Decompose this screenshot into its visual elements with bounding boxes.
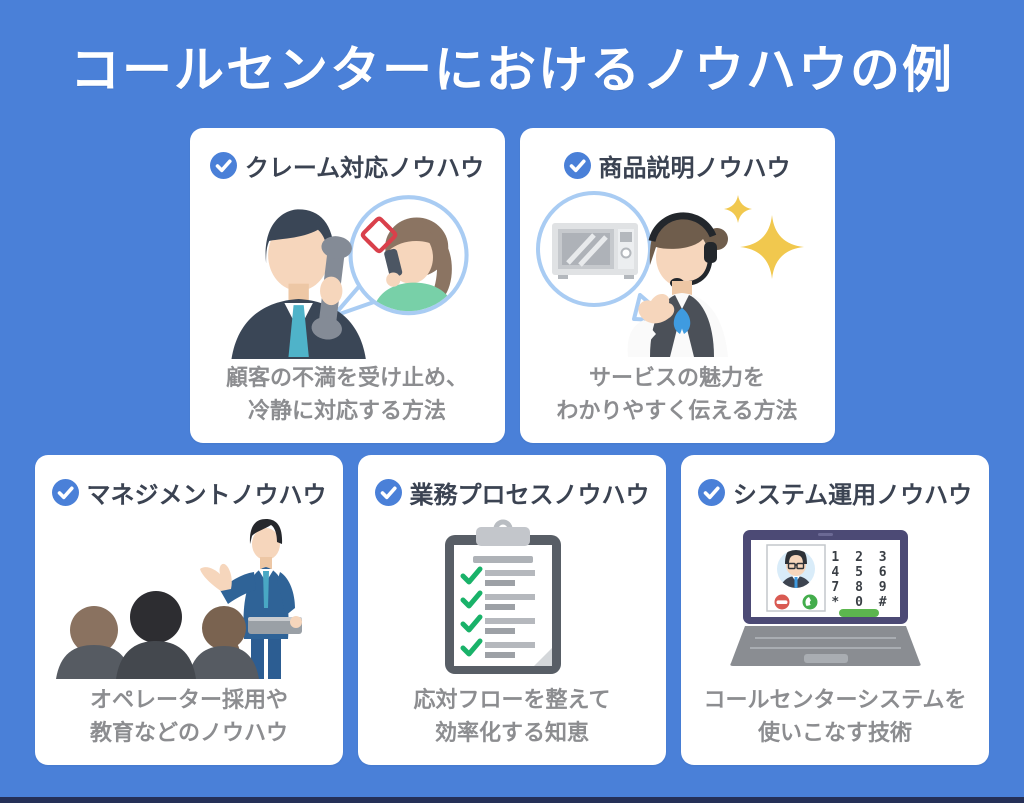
card-description: サービスの魅力を わかりやすく伝える方法 bbox=[556, 365, 798, 423]
product-illustration bbox=[520, 183, 835, 361]
microwave-icon bbox=[552, 223, 638, 279]
card-title: 業務プロセスノウハウ bbox=[409, 482, 650, 509]
caller-avatar bbox=[779, 550, 813, 588]
card-description: コールセンターシステムを 使いこなす技術 bbox=[703, 687, 967, 745]
presenter bbox=[200, 519, 302, 679]
card-header: 業務プロセスノウハウ bbox=[374, 475, 650, 510]
card-title: 商品説明ノウハウ bbox=[598, 155, 791, 182]
card-description: 応対フローを整えて 効率化する知恵 bbox=[413, 687, 611, 745]
card-header: 商品説明ノウハウ bbox=[563, 148, 791, 183]
check-circle-icon bbox=[697, 479, 725, 506]
accept-call-button bbox=[802, 594, 818, 610]
top-card-row: クレーム対応ノウハウ bbox=[0, 128, 1024, 443]
check-circle-icon bbox=[51, 479, 79, 506]
clipboard-icon bbox=[445, 519, 561, 674]
call-window bbox=[766, 544, 826, 612]
dial-action-bar bbox=[839, 609, 879, 617]
laptop-icon: 1 2 3 4 5 6 7 8 9 * 0 # bbox=[730, 530, 921, 666]
audience bbox=[56, 591, 259, 679]
card-title: システム運用ノウハウ bbox=[732, 482, 973, 509]
process-illustration bbox=[358, 510, 666, 683]
system-illustration: 1 2 3 4 5 6 7 8 9 * 0 # bbox=[681, 510, 989, 683]
bottom-card-row: マネジメントノウハウ bbox=[0, 455, 1024, 765]
call-agent bbox=[230, 208, 366, 359]
decline-call-button bbox=[774, 594, 790, 610]
card-product-explanation: 商品説明ノウハウ bbox=[519, 128, 835, 443]
bottom-accent-bar bbox=[0, 797, 1024, 803]
management-illustration bbox=[35, 510, 343, 683]
card-description: 顧客の不満を受け止め、 冷静に対応する方法 bbox=[225, 365, 468, 423]
speech-bubble bbox=[330, 194, 469, 318]
sparkle-icon bbox=[724, 195, 804, 279]
card-system-operation: システム運用ノウハウ bbox=[681, 455, 989, 765]
anger-mark-icon bbox=[360, 216, 397, 253]
svg-text:* 0 #: * 0 # bbox=[831, 595, 890, 610]
card-title: クレーム対応ノウハウ bbox=[244, 155, 485, 182]
checklist-rows bbox=[460, 566, 535, 658]
card-description: オペレーター採用や 教育などのノウハウ bbox=[89, 687, 288, 745]
card-title: マネジメントノウハウ bbox=[86, 482, 327, 509]
svg-text:1 2 3: 1 2 3 bbox=[831, 550, 890, 565]
svg-text:7 8 9: 7 8 9 bbox=[831, 580, 890, 595]
card-complaint-handling: クレーム対応ノウハウ bbox=[189, 128, 505, 443]
neck-scarf bbox=[673, 308, 691, 334]
card-header: マネジメントノウハウ bbox=[51, 475, 327, 510]
card-business-process: 業務プロセスノウハウ bbox=[358, 455, 666, 765]
check-circle-icon bbox=[374, 479, 402, 506]
tablet-icon bbox=[248, 617, 302, 634]
complaint-illustration bbox=[190, 183, 505, 361]
dialpad: 1 2 3 4 5 6 7 8 9 * 0 # bbox=[831, 550, 890, 610]
svg-text:4 5 6: 4 5 6 bbox=[831, 565, 890, 580]
card-header: システム運用ノウハウ bbox=[697, 475, 973, 510]
headset-operator bbox=[627, 212, 728, 357]
check-circle-icon bbox=[563, 152, 591, 179]
card-management: マネジメントノウハウ bbox=[35, 455, 343, 765]
card-header: クレーム対応ノウハウ bbox=[209, 148, 485, 183]
check-circle-icon bbox=[209, 152, 237, 179]
page-title: コールセンターにおけるノウハウの例 bbox=[70, 42, 954, 98]
